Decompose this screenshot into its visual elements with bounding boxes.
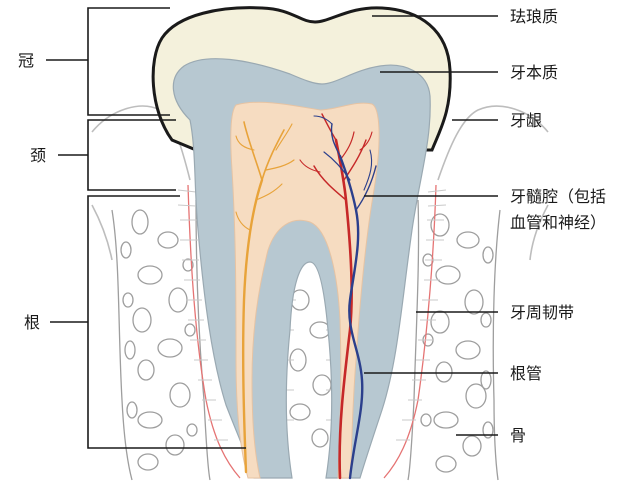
vein <box>313 115 377 480</box>
label-root: 根 <box>24 313 40 332</box>
label-bone: 骨 <box>510 426 526 445</box>
label-pulp-line2: 血管和神经） <box>510 213 606 232</box>
label-pulp-line1: 牙髓腔（包括 <box>510 187 606 206</box>
bone-left <box>111 199 211 481</box>
label-enamel: 珐琅质 <box>510 7 558 26</box>
bone-right <box>407 199 501 481</box>
periodontal-ligament <box>177 184 447 479</box>
nerve <box>235 121 295 474</box>
neck-bracket <box>87 119 176 191</box>
left-brackets <box>46 7 246 449</box>
right-leader-lines <box>364 15 498 436</box>
label-crown: 冠 <box>18 51 34 70</box>
crown-bracket <box>87 7 170 116</box>
label-dentin: 牙本质 <box>510 63 558 82</box>
label-neck: 颈 <box>30 146 46 165</box>
bone-interradicular <box>289 289 332 448</box>
label-gum: 牙龈 <box>510 111 542 130</box>
label-root-canal: 根管 <box>510 364 542 383</box>
label-ligament: 牙周韧带 <box>510 303 574 322</box>
